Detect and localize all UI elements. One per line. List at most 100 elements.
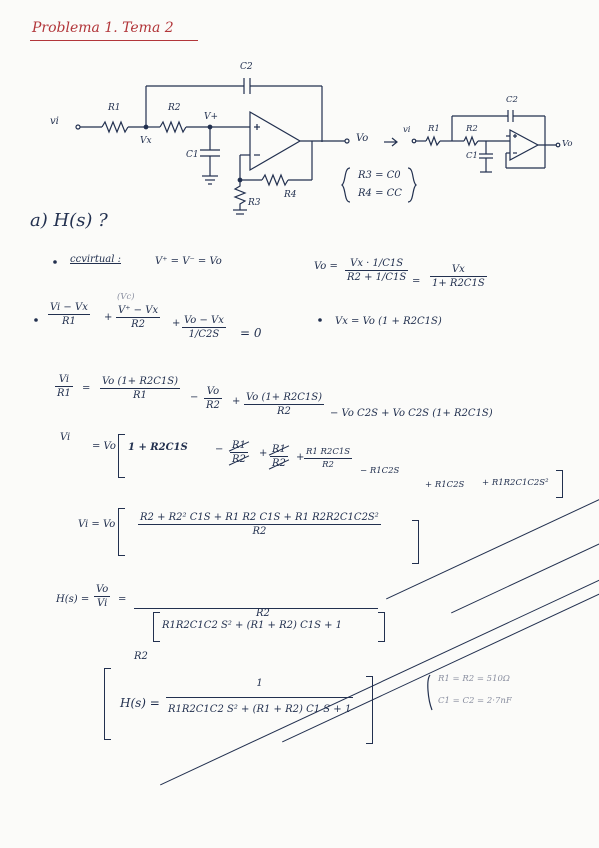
- kcl-term-3-num: Vo − Vx: [184, 315, 224, 326]
- line3-lhs: Vi R1: [55, 374, 73, 399]
- vo-eq-num-2: Vx: [451, 264, 465, 275]
- page-title: Problema 1. Tema 2: [32, 20, 174, 36]
- fraction-bar: [48, 314, 90, 315]
- line3-term-2: Vo R2: [204, 386, 222, 411]
- line3-lhs-num: Vi: [58, 374, 70, 385]
- vo-eq-fraction-2: Vx 1+ R2C1S: [430, 264, 487, 289]
- kcl-term-1-num: Vi − Vx: [50, 302, 88, 313]
- line4-plus-2: +: [296, 452, 305, 463]
- small-label-vo: Vo: [562, 139, 573, 149]
- fraction-bar: [270, 456, 288, 457]
- vo-eq-fraction-1: Vx · 1/C1S R2 + 1/C1S: [345, 258, 409, 283]
- label-r4: R4: [284, 190, 297, 200]
- small-label-r2: R2: [466, 124, 478, 134]
- hs1-vi: Vi: [97, 598, 108, 609]
- line4-term-g: + R1R2C1C2S²: [482, 478, 549, 488]
- small-label-r1: R1: [428, 124, 440, 134]
- fraction-bar: [116, 317, 161, 318]
- line3-equals: =: [82, 383, 91, 394]
- fraction-bar: [244, 404, 324, 405]
- kcl-term-1: Vi − Vx R1: [48, 302, 90, 327]
- section-a-heading: a) H(s) ?: [30, 210, 108, 231]
- line3-term-2-den: R2: [206, 400, 220, 411]
- fraction-bar: [430, 276, 487, 277]
- label-vplus: V+: [204, 112, 219, 122]
- vo-eq-equals: =: [412, 276, 421, 287]
- line3-term-1-den: R1: [133, 390, 147, 401]
- line4-term-e: − R1C2S: [360, 466, 599, 476]
- hs2-den: R1R2C1C2 S² + (R1 + R2) C1 S + 1: [168, 704, 352, 715]
- vo-eq-num-1: Vx · 1/C1S: [350, 258, 404, 269]
- line5-lhs: Vi = Vo: [78, 519, 116, 530]
- hs2-lhs: H(s) =: [120, 696, 160, 710]
- line3-term-3-den: R2: [277, 406, 291, 417]
- line4-term-c-num: R1: [272, 444, 286, 455]
- line3-plus: +: [232, 396, 241, 407]
- line5-bracket-left: [118, 508, 125, 556]
- vo-eq-den-2: 1+ R2C1S: [432, 278, 485, 289]
- fraction-bar: [204, 398, 222, 399]
- equivalence-line-1: R3 = C0: [358, 170, 401, 181]
- label-r2: R2: [168, 103, 181, 113]
- label-vo: Vo: [356, 133, 369, 144]
- bullet-ccvirtual-label: ccvirtual :: [70, 254, 121, 265]
- small-label-c1: C1: [466, 151, 478, 161]
- line4-term-b: R1 R2: [230, 440, 248, 465]
- kcl-plus-1: +: [104, 312, 113, 323]
- line4-term-b-den: R2: [232, 454, 246, 465]
- label-r1: R1: [108, 103, 121, 113]
- line4-term-f: + R1C2S: [425, 480, 599, 490]
- hs1-bracket-left: [153, 612, 160, 642]
- title-underline: [30, 40, 198, 41]
- label-vi: vi: [50, 116, 59, 127]
- kcl-term-2-num: V⁺ − Vx: [118, 305, 159, 316]
- line5-bracket-right: [412, 520, 419, 564]
- hs1-vo-vi: Vo Vi: [94, 584, 111, 609]
- hs1-den-pre: R2: [134, 651, 599, 662]
- line4-term-c: R1 R2: [270, 444, 288, 469]
- hs1-fraction-bar: [134, 608, 378, 609]
- values-line-1: R1 = R2 = 510Ω: [438, 674, 510, 684]
- fraction-bar: [94, 596, 111, 597]
- fraction-bar: [230, 452, 248, 453]
- line5-den: R2: [252, 526, 267, 537]
- line3-tail: − Vo C2S + Vo C2S (1+ R2C1S): [330, 408, 493, 419]
- line3-term-2-num: Vo: [206, 386, 220, 397]
- fraction-bar: [166, 697, 354, 698]
- kcl-equals-zero: = 0: [240, 326, 262, 340]
- fraction-bar: [345, 270, 409, 271]
- vo-eq-lhs: Vo =: [314, 261, 338, 272]
- vo-eq-den-1: R2 + 1/C1S: [347, 272, 407, 283]
- label-c1: C1: [186, 150, 199, 160]
- hs2-fraction: 1 R1R2C1C2 S² + (R1 + R2) C1 S + 1: [166, 678, 354, 715]
- hs1-num: R2: [256, 608, 599, 619]
- line4-bracket-right: [556, 470, 563, 498]
- small-label-c2: C2: [506, 95, 518, 105]
- kcl-term-1-den: R1: [61, 316, 76, 327]
- vx-equation: Vx = Vo (1 + R2C1S): [335, 316, 442, 327]
- line3-term-1: Vo (1+ R2C1S) R1: [100, 376, 180, 401]
- hs2-bracket-right: [366, 676, 373, 744]
- bullet-ccvirtual-expr: V⁺ = V⁻ = Vo: [155, 256, 222, 267]
- kcl-term-3: Vo − Vx 1/C2S: [182, 315, 226, 340]
- equivalence-line-2: R4 = CC: [358, 188, 402, 199]
- kcl-vc-note: (Vc): [117, 292, 135, 302]
- hs2-num: 1: [256, 678, 263, 689]
- line4-lhs: Vi: [60, 432, 71, 443]
- line3-term-1-num: Vo (1+ R2C1S): [102, 376, 178, 387]
- hs1-bracket-right: [378, 612, 385, 642]
- line5-fraction: R2 + R2² C1S + R1 R2 C1S + R1 R2R2C1C2S²…: [138, 512, 381, 537]
- kcl-term-3-den: 1/C2S: [188, 329, 220, 340]
- values-line-2: C1 = C2 = 2·7nF: [438, 696, 512, 706]
- hs2-bracket-left: [104, 668, 111, 740]
- label-c2: C2: [240, 62, 253, 72]
- line4-minus: −: [215, 444, 224, 455]
- line3-term-3: Vo (1+ R2C1S) R2: [244, 392, 324, 417]
- fraction-bar: [55, 386, 73, 387]
- line4-equals-vo: = Vo: [92, 441, 116, 452]
- fraction-bar: [100, 388, 180, 389]
- line4-term-c-den: R2: [272, 458, 286, 469]
- line4-term-d-num: R1 R2C1S: [306, 447, 351, 457]
